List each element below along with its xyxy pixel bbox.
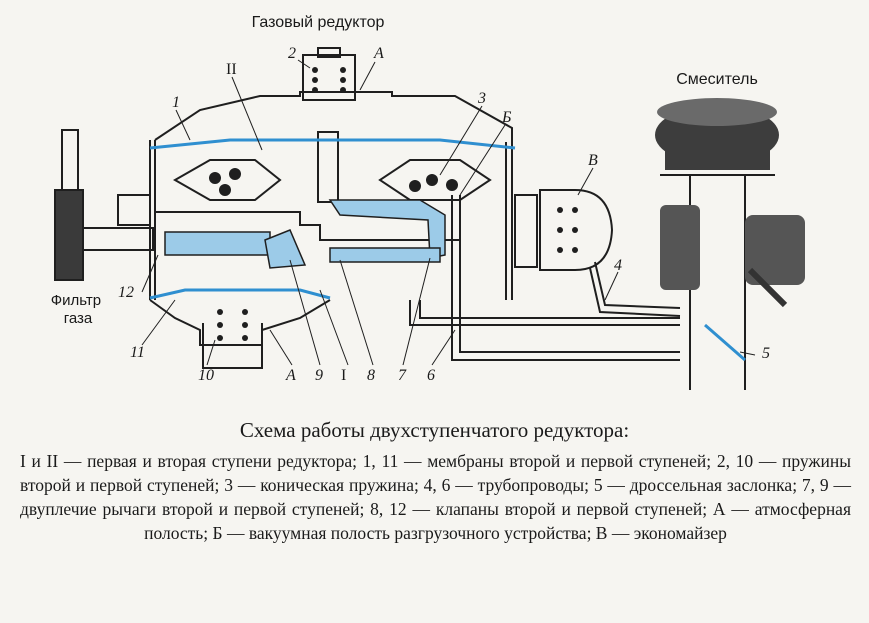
callout-3: 3 [477, 90, 486, 107]
filter-pipe [61, 129, 79, 191]
callout-cavB: Б [501, 109, 512, 126]
spring-cap-top [317, 47, 341, 58]
economizer-spring [557, 207, 563, 213]
pipeline-vac [451, 195, 680, 361]
callout-4: 4 [614, 257, 622, 274]
pipeline-4 [589, 261, 681, 317]
throttle-5 [704, 323, 746, 362]
membrane-1 [149, 138, 516, 150]
cone-left [172, 159, 282, 201]
filter-label-line2: газа [64, 310, 93, 327]
callout-8: 8 [367, 367, 375, 384]
lever-9 [264, 229, 307, 269]
filter-label: Фильтр газа [51, 292, 106, 327]
cone-spring-3 [426, 174, 438, 186]
pipeline-6 [409, 300, 680, 326]
callout-stage1: I [341, 367, 346, 384]
callout-cavA-top: А [373, 45, 384, 62]
filter-label-line1: Фильтр [51, 292, 101, 309]
callout-7: 7 [398, 367, 407, 384]
callout-9: 9 [315, 367, 323, 384]
mixer-left-block [660, 205, 700, 290]
mixer-title: Смеситель [676, 71, 758, 88]
callout-1: 1 [172, 94, 180, 111]
valve-8 [329, 247, 441, 263]
economizer-flange [514, 194, 538, 268]
fitting-10 [202, 323, 263, 369]
callout-12: 12 [118, 284, 134, 301]
valve-12 [164, 231, 271, 256]
upper-cover [154, 91, 513, 142]
callout-11: 11 [130, 344, 145, 361]
filter-inlet [82, 227, 154, 251]
air-filter-top [657, 98, 777, 126]
caption-body: I и II — первая и вторая ступени редукто… [20, 451, 851, 543]
callout-2: 2 [288, 45, 296, 62]
spring-2-coil [312, 67, 318, 73]
callout-cavV: В [588, 152, 598, 169]
callout-5: 5 [762, 345, 770, 362]
lower-cover [149, 299, 331, 346]
caption-title: Схема работы двухступенчатого редуктора: [239, 418, 630, 442]
reducer-title: Газовый редуктор [252, 14, 385, 31]
housing-right-wall [505, 142, 513, 300]
side-spring-box [117, 194, 151, 226]
spring-10-coil [217, 309, 223, 315]
reducer-diagram: Газовый редуктор Смеситель Фильтр газа 1… [51, 14, 805, 390]
gas-filter [54, 189, 84, 281]
mixer-right-block [745, 215, 805, 285]
spring-cap-2 [302, 54, 356, 101]
economizer [539, 189, 614, 271]
stem [317, 131, 339, 203]
callout-stage2: II [226, 61, 237, 78]
air-filter-base [665, 135, 770, 170]
membrane-11 [149, 288, 331, 300]
callout-6: 6 [427, 367, 435, 384]
caption: Схема работы двухступенчатого редуктора:… [0, 418, 869, 545]
callout-10: 10 [198, 367, 214, 384]
callout-cavA-bottom: А [285, 367, 296, 384]
throttle-lever [747, 267, 788, 308]
